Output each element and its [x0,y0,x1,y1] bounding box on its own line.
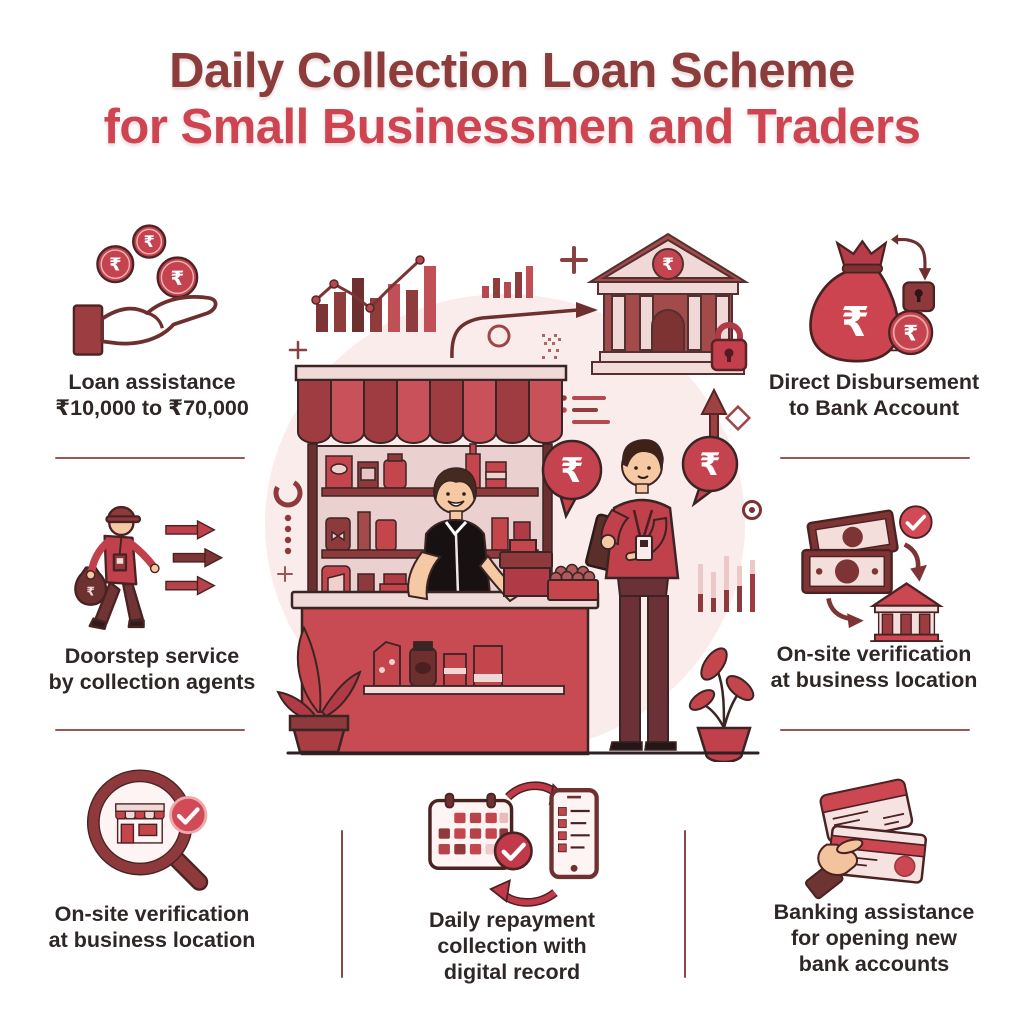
bank-rupee-emblem: ₹ [662,255,674,275]
diamond-decoration [724,404,752,432]
divider-vertical [684,830,686,978]
mini-bar-chart [482,266,533,298]
circle-decoration [487,324,511,348]
feature-banking-assistance: Banking assistance for opening new bank … [734,762,1014,977]
svg-text:₹: ₹ [86,585,94,599]
hand-documents-icon [802,762,946,900]
feature-onsite-verification-right: On-site verification at business locatio… [734,486,1014,694]
growth-chart [311,255,436,332]
cash-to-bank-icon [795,486,953,642]
divider-vertical [341,830,343,978]
feature-loan-assistance: ₹ ₹ ₹ Loan assistance ₹10,000 to ₹70,000 [12,218,292,422]
plus-icon [288,340,308,360]
circle-dot-center [749,507,755,513]
feature-label: Banking assistance for opening new bank … [773,900,975,976]
divider [55,457,245,459]
svg-text:₹: ₹ [903,321,918,346]
hand-coins-icon: ₹ ₹ ₹ [72,218,232,370]
plus-icon [277,566,293,582]
shop-counter [290,550,600,756]
feature-onsite-verification-left: On-site verification at business locatio… [12,760,292,954]
cash-register [499,539,553,597]
feature-doorstep-service: ₹ Doorstep service by collection agents [12,486,292,696]
id-badge [635,535,653,561]
awning [294,364,568,444]
feature-direct-disbursement: ₹ ₹ Direct Disbursement to Bank Account [734,218,1014,422]
plus-icon [560,246,588,274]
title-line-2: for Small Businessmen and Traders [103,99,921,154]
rupee-speech-bubble-left: ₹ [541,439,603,520]
store-verification-magnifier-icon [73,760,231,902]
feature-label: Loan assistance ₹10,000 to ₹70,000 [55,370,249,420]
plant-left [276,625,362,754]
feature-label: Doorstep service by collection agents [48,644,256,694]
lanyard [632,509,654,537]
doorstep-agent-icon: ₹ [73,486,231,644]
svg-text:₹: ₹ [144,233,155,252]
page-title: Daily Collection Loan Scheme for Small B… [0,44,1024,156]
feature-label: On-site verification at business locatio… [48,902,256,952]
feature-label: Direct Disbursement to Bank Account [768,370,980,420]
divider [780,457,970,459]
svg-text:₹: ₹ [841,298,870,346]
svg-text:₹: ₹ [109,255,121,276]
circle-dot-decoration [742,500,762,520]
shopkeeper [420,467,492,595]
field-agent [585,439,680,751]
equalizer-bars-decoration [698,556,755,612]
money-bag-disbursement-icon: ₹ ₹ [798,218,950,370]
calendar-phone-sync-icon [423,778,601,908]
svg-text:₹: ₹ [699,447,721,483]
padlock-icon [710,322,748,372]
produce-tray [547,563,599,601]
fine-print-decoration [542,334,561,359]
arrow-to-bank-icon [450,302,598,359]
feature-daily-repayment: Daily repayment collection with digital … [377,778,647,985]
divider [55,729,245,731]
feature-label: On-site verification at business locatio… [770,642,978,692]
feature-label: Daily repayment collection with digital … [428,908,596,984]
title-line-1: Daily Collection Loan Scheme [169,44,855,98]
svg-text:₹: ₹ [171,267,185,290]
rupee-speech-bubble-right: ₹ [681,435,739,508]
shop-scene-illustration: ₹ [265,232,762,762]
divider [780,729,970,731]
dots-column-decoration [284,514,292,555]
svg-text:₹: ₹ [560,451,584,491]
loading-arc-decoration [273,478,303,508]
